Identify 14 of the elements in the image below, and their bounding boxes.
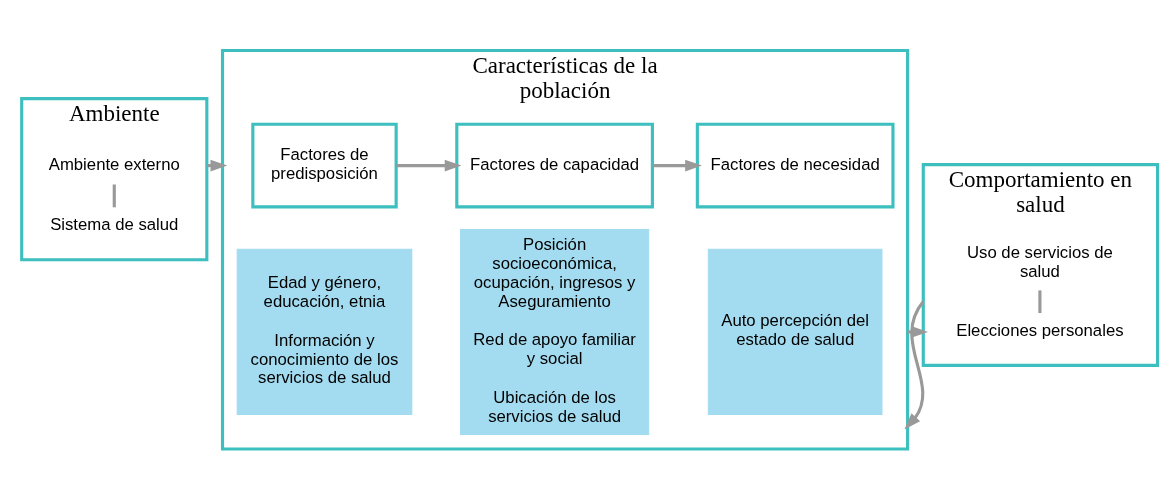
arrow	[396, 159, 462, 171]
node-box: Posición socioeconómica, ocupación, ingresos y Aseguramiento Red de apoyo familiar y social Ubicación de los servicios de salud	[459, 228, 650, 435]
node-text: Elecciones personales	[956, 320, 1124, 340]
node-box: Factores de predisposición	[251, 122, 398, 208]
connector	[112, 184, 116, 207]
node-box: Factores de capacidad	[455, 122, 654, 208]
arrow	[652, 159, 702, 171]
node-box: Auto percepción del estado de salud	[707, 248, 883, 415]
node-text: Uso de servicios de salud	[966, 242, 1113, 281]
node-text: Ambiente externo	[48, 154, 180, 174]
node-box: Factores de necesidad	[695, 122, 895, 208]
node-box: Edad y género, educación, etnia Información y conocimiento de los servicios de salud	[236, 248, 413, 415]
connector	[1038, 289, 1042, 313]
node-text: Sistema de salud	[50, 214, 179, 234]
